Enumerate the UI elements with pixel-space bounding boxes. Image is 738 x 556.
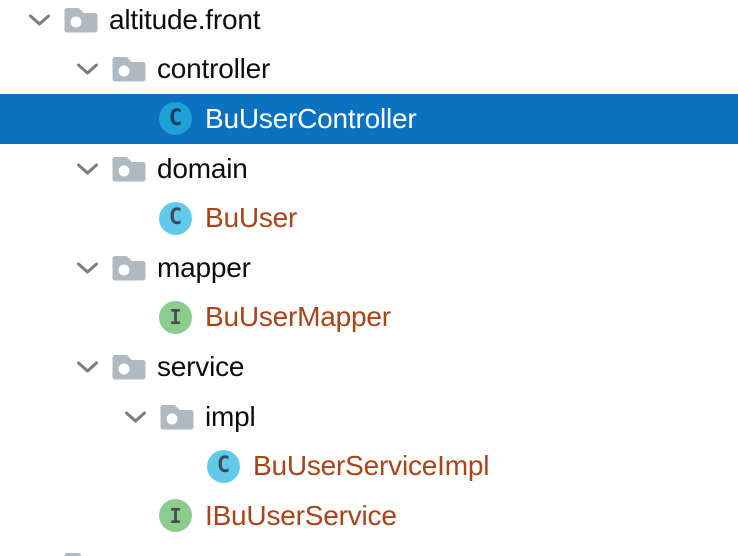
item-icon-box xyxy=(111,154,157,184)
item-label: mapper xyxy=(157,251,251,283)
chevron-down-icon[interactable] xyxy=(63,261,111,275)
item-label: BuUserController xyxy=(205,102,417,134)
folder-icon xyxy=(64,553,82,556)
item-icon-box xyxy=(111,54,157,84)
folder-icon xyxy=(112,354,146,380)
chevron-down-icon[interactable] xyxy=(15,13,63,27)
folder-icon xyxy=(64,7,98,33)
item-label: BuUser xyxy=(205,202,298,234)
tree-row-BuUser[interactable]: C BuUser xyxy=(0,193,738,243)
item-icon-box xyxy=(159,402,205,432)
item-label: BuUserServiceImpl xyxy=(253,450,490,482)
item-icon-box: C xyxy=(207,449,253,483)
tree-row-domain[interactable]: domain xyxy=(0,144,738,194)
tree-row-impl[interactable]: impl xyxy=(0,392,738,442)
item-label: altitude.front xyxy=(109,3,261,35)
tree-row-partial[interactable] xyxy=(0,541,738,556)
tree-row-controller[interactable]: controller xyxy=(0,45,738,95)
item-label: BuUserMapper xyxy=(205,301,391,333)
interface-icon: I xyxy=(159,300,192,334)
item-label: service xyxy=(157,350,245,382)
tree-row-altitude.front[interactable]: altitude.front xyxy=(0,0,738,45)
item-icon-box xyxy=(111,352,157,382)
item-icon-box: C xyxy=(159,201,205,235)
item-icon-box xyxy=(63,550,109,556)
tree-row-BuUserServiceImpl[interactable]: C BuUserServiceImpl xyxy=(0,441,738,491)
chevron-down-icon[interactable] xyxy=(111,410,159,424)
class-icon: C xyxy=(207,449,240,483)
chevron-down-icon[interactable] xyxy=(63,62,111,76)
chevron-down-icon[interactable] xyxy=(63,360,111,374)
item-label: domain xyxy=(157,152,248,184)
tree-row-BuUserController[interactable]: C BuUserController xyxy=(0,94,738,144)
interface-icon: I xyxy=(159,499,192,533)
item-icon-box xyxy=(111,253,157,283)
chevron-down-icon[interactable] xyxy=(63,162,111,176)
item-label: impl xyxy=(205,400,256,432)
folder-icon xyxy=(160,404,194,430)
tree-row-mapper[interactable]: mapper xyxy=(0,243,738,293)
class-icon: C xyxy=(159,102,192,136)
folder-icon xyxy=(112,156,146,182)
tree-row-BuUserMapper[interactable]: I BuUserMapper xyxy=(0,293,738,343)
item-label: IBuUserService xyxy=(205,499,397,531)
item-icon-box: I xyxy=(159,499,205,533)
item-icon-box xyxy=(63,5,109,35)
tree-row-IBuUserService[interactable]: I IBuUserService xyxy=(0,491,738,541)
item-icon-box: I xyxy=(159,300,205,334)
class-icon: C xyxy=(159,201,192,235)
folder-icon xyxy=(112,255,146,281)
item-icon-box: C xyxy=(159,102,205,136)
item-label: controller xyxy=(157,53,271,85)
folder-icon xyxy=(112,57,146,82)
tree-row-service[interactable]: service xyxy=(0,342,738,392)
